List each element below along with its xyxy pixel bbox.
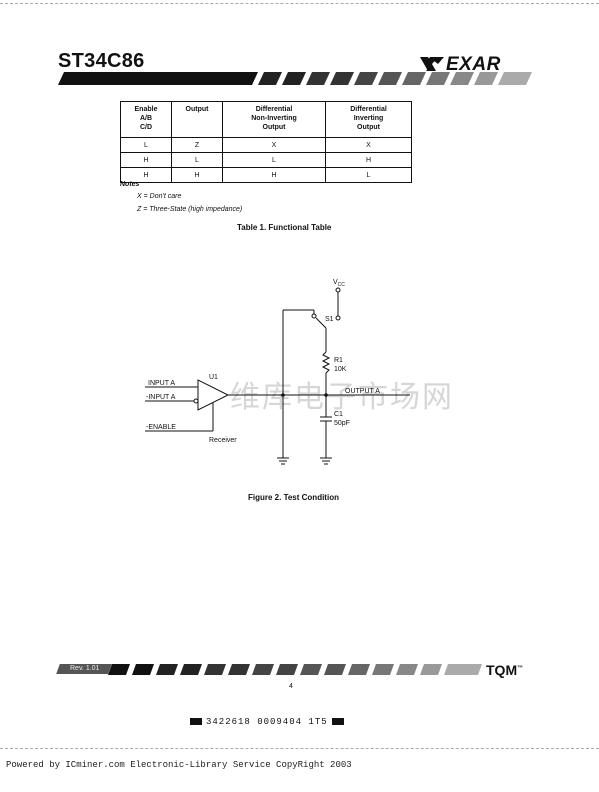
- table-cell: H: [222, 167, 326, 183]
- table-cell: L: [120, 137, 172, 153]
- table-cell: H: [171, 167, 223, 183]
- notes-heading: Notes: [120, 181, 140, 188]
- buffer-label: U1: [209, 374, 218, 381]
- resistor-name-label: R1: [334, 357, 343, 364]
- bottom-scan-line: [0, 748, 599, 749]
- note-item: X = Don't care: [137, 193, 182, 200]
- barcode-block-icon: [331, 718, 344, 726]
- copyright-footer: Powered by ICminer.com Electronic-Librar…: [6, 760, 352, 770]
- table-cell: H: [325, 152, 412, 168]
- capacitor-value-label: 50pF: [334, 420, 350, 427]
- test-condition-schematic: VCC S1 R1 10K C1 50pF U1 Receiver INPUT …: [145, 279, 410, 465]
- table-row: H L L H: [120, 152, 412, 168]
- barcode-block-icon: [190, 718, 202, 726]
- input-a-label: INPUT A: [148, 380, 175, 387]
- header-stripe-band: [58, 72, 532, 85]
- page-number: 4: [289, 683, 293, 690]
- vcc-label: VCC: [333, 279, 345, 288]
- enable-label: -ENABLE: [146, 424, 176, 431]
- column-header-enable: Enable A/B C/D: [120, 101, 172, 138]
- resistor-value-label: 10K: [334, 366, 347, 373]
- table-header-row: Enable A/B C/D Output Differential Non-I…: [120, 101, 412, 138]
- functional-table: Enable A/B C/D Output Differential Non-I…: [120, 101, 412, 183]
- table-cell: L: [325, 167, 412, 183]
- table-cell: L: [222, 152, 326, 168]
- tqm-logo: TQM™: [486, 662, 524, 678]
- table-cell: H: [120, 152, 172, 168]
- switch-label: S1: [325, 316, 334, 323]
- table-cell: X: [325, 137, 412, 153]
- figure-caption: Figure 2. Test Condition: [248, 493, 339, 502]
- barcode-text: 3422618 0009404 1T5: [206, 717, 328, 727]
- barcode-line: 3422618 0009404 1T5: [186, 717, 348, 727]
- revision-badge: Rev. 1.01: [56, 664, 112, 674]
- table-row: L Z X X: [120, 137, 412, 153]
- receiver-label: Receiver: [209, 437, 237, 444]
- table-cell: X: [222, 137, 326, 153]
- table-cell: L: [171, 152, 223, 168]
- table-row: H H H L: [120, 167, 412, 183]
- capacitor-name-label: C1: [334, 411, 343, 418]
- top-scan-line: [0, 3, 599, 4]
- footer-stripe-band: [108, 664, 482, 675]
- table-cell: Z: [171, 137, 223, 153]
- brand-logo: EXAR: [446, 54, 501, 75]
- table-caption: Table 1. Functional Table: [237, 223, 332, 232]
- part-number-title: ST34C86: [58, 50, 145, 72]
- output-a-label: OUTPUT A: [345, 388, 380, 395]
- input-a-negative-label: -INPUT A: [146, 394, 176, 401]
- watermark-text: 维库电子市场网: [230, 380, 454, 415]
- column-header-output: Output: [171, 101, 223, 138]
- column-header-inverting: Differential Inverting Output: [325, 101, 412, 138]
- note-item: Z = Three-State (high impedance): [137, 206, 243, 213]
- column-header-non-inverting: Differential Non-Inverting Output: [222, 101, 326, 138]
- exar-logo-mark-icon: [420, 57, 444, 71]
